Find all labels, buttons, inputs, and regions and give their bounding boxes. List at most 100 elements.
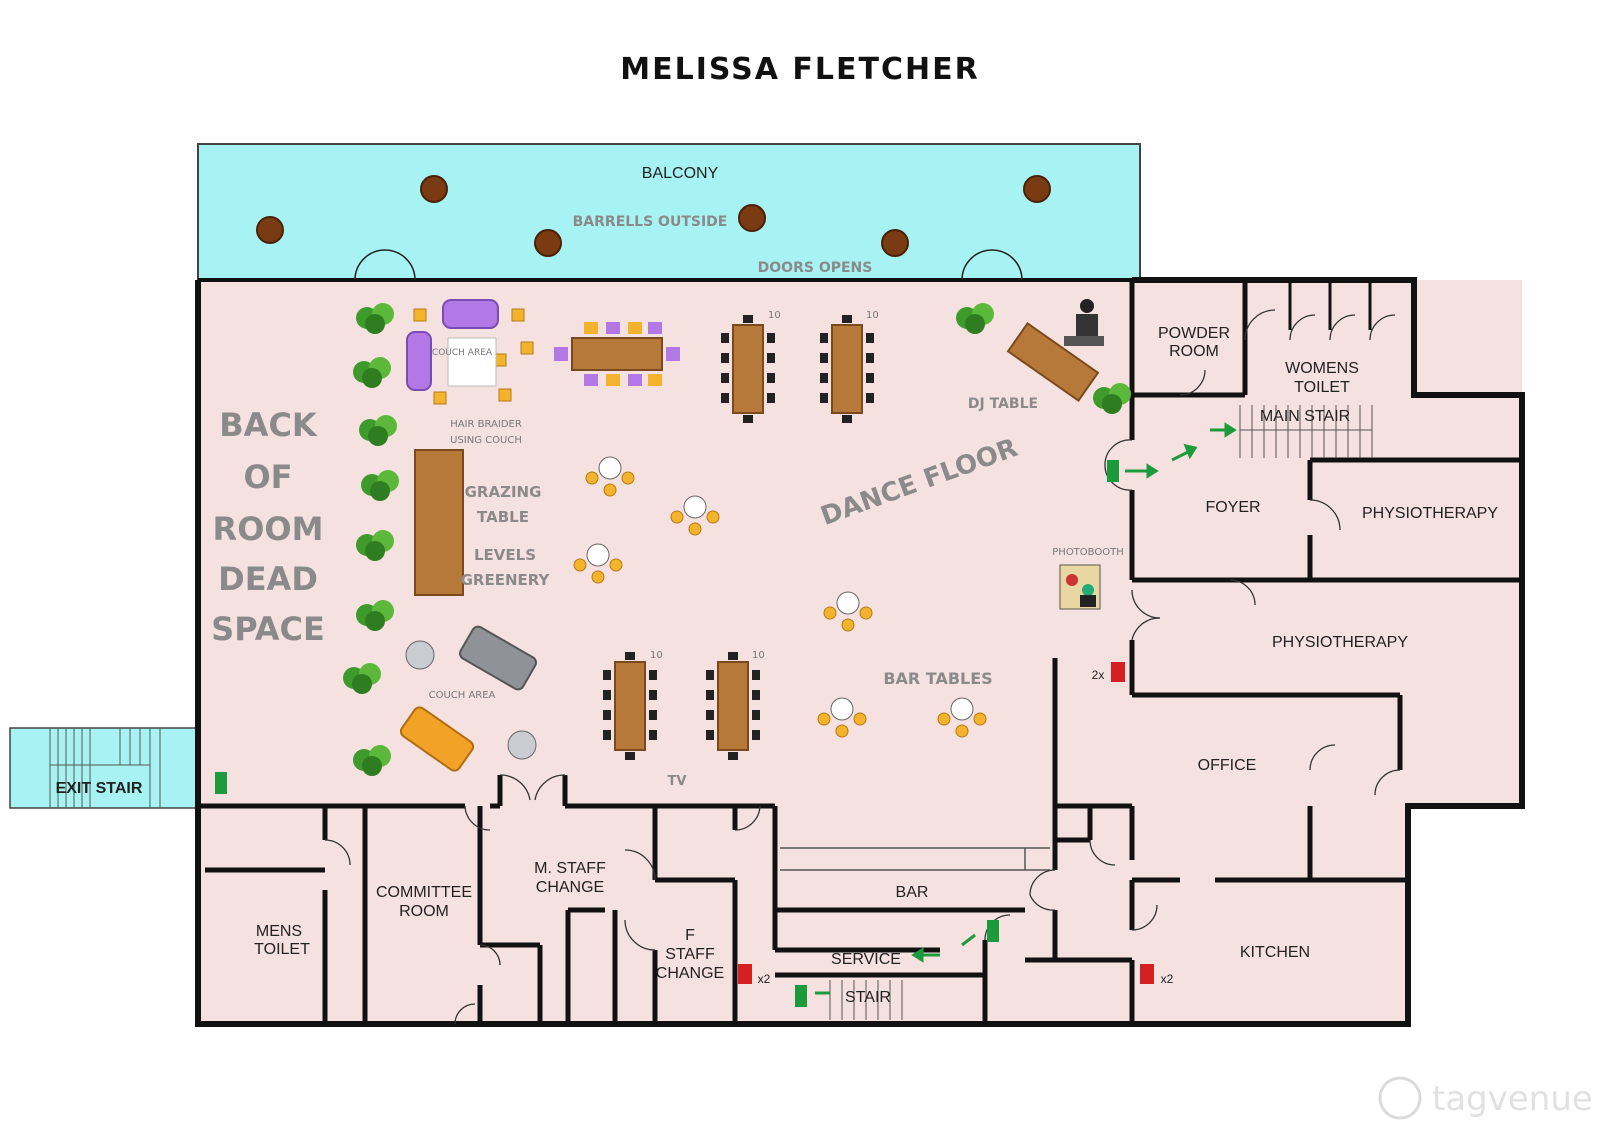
womens-toilet-line1: WOMENS	[1285, 360, 1359, 377]
stool	[520, 341, 534, 355]
chair	[554, 347, 568, 361]
chair	[648, 322, 662, 334]
purple-couch	[442, 299, 499, 329]
grey-couch	[459, 625, 537, 691]
long-table	[706, 652, 760, 760]
back-of-room-line5: SPACE	[211, 610, 325, 648]
grey-chair	[507, 730, 537, 760]
watermark-text: tagvenue	[1432, 1079, 1593, 1119]
barrel	[534, 229, 562, 257]
balcony-area	[197, 143, 1141, 281]
barrels-label: BARRELLS OUTSIDE	[573, 214, 728, 230]
levels-label-1: LEVELS	[474, 546, 536, 564]
grazing-label-2: TABLE	[477, 508, 529, 526]
f-staff-change-line3: CHANGE	[656, 965, 724, 982]
dj-figure	[1064, 299, 1104, 346]
couch-area-label-2: COUCH AREA	[429, 690, 496, 701]
stool	[433, 391, 447, 405]
bar-table-groups	[413, 308, 987, 738]
long-table	[603, 652, 657, 760]
barrel	[420, 175, 448, 203]
exit-stair-treads	[49, 728, 161, 808]
couch-area-label: COUCH AREA	[432, 348, 493, 358]
tagvenue-logo: tagvenue	[1378, 1076, 1593, 1120]
table-capacity-label: 10	[768, 310, 781, 321]
chair	[584, 322, 598, 334]
tv-label: TV	[668, 774, 687, 789]
plant-icon	[1093, 383, 1131, 414]
extinguisher-count: x2	[758, 972, 771, 986]
toilet-stalls	[1288, 280, 1372, 330]
bar-table	[573, 543, 623, 584]
bar-tables-label: BAR TABLES	[883, 669, 992, 688]
main-stair-treads	[1239, 405, 1373, 458]
stair-label: STAIR	[845, 989, 891, 1006]
chair	[628, 322, 642, 334]
door-swings	[324, 309, 1401, 1025]
committee-room-line2: ROOM	[399, 903, 449, 920]
extinguisher-count: 2x	[1092, 668, 1105, 682]
plant-icon	[356, 530, 394, 561]
back-of-room-line1: BACK	[219, 406, 318, 444]
dj-table-label: DJ TABLE	[968, 396, 1038, 412]
back-of-room-line2: OF	[243, 458, 292, 496]
plant-icon	[356, 600, 394, 631]
plant-icon	[356, 303, 394, 334]
service-stair-treads	[829, 980, 903, 1020]
hair-braider-line2: USING COUCH	[450, 435, 522, 446]
bar-label: BAR	[896, 884, 929, 901]
back-of-room-line4: DEAD	[218, 560, 318, 598]
womens-toilet-line2: TOILET	[1294, 379, 1350, 396]
balcony-doors	[354, 249, 1023, 281]
barrel	[881, 229, 909, 257]
plant-icon	[359, 415, 397, 446]
extinguisher-count: x2	[1161, 972, 1174, 986]
table-capacity-label: 10	[752, 650, 765, 661]
kitchen-label: KITCHEN	[1240, 944, 1310, 961]
chair	[584, 374, 598, 386]
mens-toilet-line2: TOILET	[254, 941, 310, 958]
committee-room-line1: COMMITTEE	[376, 884, 472, 901]
exit-stair-label: EXIT STAIR	[56, 780, 143, 797]
interior-walls	[198, 280, 1522, 1024]
photobooth-label: PHOTOBOOTH	[1052, 547, 1123, 558]
main-hall-floor	[198, 280, 1132, 806]
grazing-label-1: GRAZING	[465, 483, 542, 501]
stool	[413, 308, 427, 322]
stool	[511, 308, 525, 322]
chair	[628, 374, 642, 386]
f-staff-change-line2: STAFF	[665, 946, 715, 963]
office-label: OFFICE	[1198, 757, 1257, 774]
plant-icon	[353, 357, 391, 388]
doors-label: DOORS OPENS	[758, 260, 873, 276]
service-label: SERVICE	[831, 951, 901, 968]
chair	[666, 347, 680, 361]
chair	[648, 374, 662, 386]
feast-chairs	[554, 322, 680, 386]
bar-table	[670, 495, 720, 536]
m-staff-change-line2: CHANGE	[536, 879, 604, 896]
exit-arrow-icon	[815, 422, 1237, 995]
long-table	[721, 315, 775, 423]
chair	[606, 374, 620, 386]
main-stair-label: MAIN STAIR	[1260, 408, 1350, 425]
east-rooms-floor	[1132, 280, 1522, 806]
bar-counter	[780, 847, 1050, 871]
stool	[498, 388, 512, 402]
page-title: MELISSA FLETCHER	[620, 52, 980, 87]
barrel	[1023, 175, 1051, 203]
bar-table	[817, 697, 867, 738]
back-of-room-line3: ROOM	[213, 510, 324, 548]
plant-icon	[361, 470, 399, 501]
levels-label-2: GREENERY	[461, 571, 551, 589]
rug	[447, 337, 497, 387]
grazing-table	[414, 449, 464, 596]
long-tables	[603, 315, 874, 760]
plant-icon	[956, 303, 994, 334]
long-table	[820, 315, 874, 423]
barrels	[256, 175, 1051, 257]
photobooth-icon	[1059, 564, 1101, 610]
barrel	[738, 204, 766, 232]
